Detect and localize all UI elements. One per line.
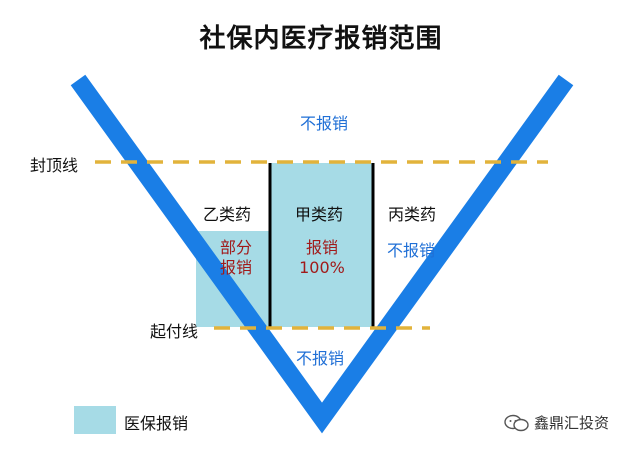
legend-swatch	[74, 406, 116, 434]
below-threshold-label: 不报销	[296, 349, 345, 368]
v-shape	[70, 74, 574, 434]
diagram-title: 社保内医疗报销范围	[199, 24, 443, 54]
class-a-covered-area	[270, 163, 373, 327]
class-c-name: 丙类药	[388, 205, 437, 224]
class-a-status-line2: 100%	[299, 258, 345, 277]
class-b-name: 乙类药	[203, 205, 252, 224]
class-b-status-line1: 部分	[220, 238, 253, 257]
class-c-status: 不报销	[387, 241, 436, 260]
legend-label: 医保报销	[124, 414, 189, 433]
class-a-status: 报销 100%	[297, 238, 347, 278]
above-ceiling-label: 不报销	[300, 114, 349, 133]
class-a-status-line1: 报销	[305, 238, 338, 257]
class-b-status-line2: 报销	[220, 258, 253, 277]
ceiling-label: 封顶线	[30, 156, 79, 175]
wechat-icon	[504, 414, 529, 432]
class-b-status: 部分 报销	[220, 238, 252, 278]
threshold-label: 起付线	[150, 322, 199, 341]
watermark-text: 鑫鼎汇投资	[534, 414, 610, 432]
class-a-name: 甲类药	[295, 205, 344, 224]
